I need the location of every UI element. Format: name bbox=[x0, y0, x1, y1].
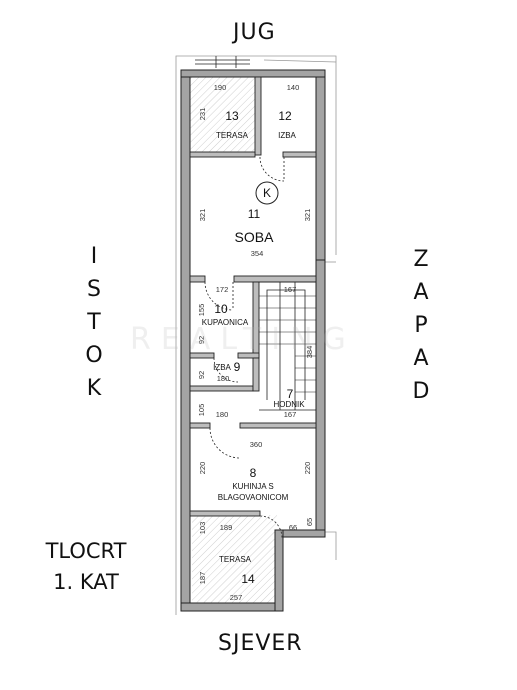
room-11-label: SOBA bbox=[235, 229, 275, 245]
room-10-number: 10 bbox=[214, 302, 228, 316]
room-8-label-line1: KUHINJA S bbox=[232, 482, 273, 491]
wall-east-upper bbox=[315, 69, 326, 261]
compass-west-letter: Z bbox=[413, 247, 429, 272]
room-10-label: KUPAONICA bbox=[202, 318, 249, 327]
dim-label: 189 bbox=[220, 523, 233, 532]
dim-label: 92 bbox=[197, 336, 206, 344]
room-14-number: 14 bbox=[241, 572, 255, 586]
wall-soba-north-left bbox=[189, 275, 206, 283]
wall-soba-south-left bbox=[189, 151, 256, 158]
room-11-number: 11 bbox=[248, 207, 261, 221]
plan-caption: TLOCRT 1. KAT bbox=[20, 536, 152, 598]
dim-label: 187 bbox=[198, 572, 207, 585]
dim-label: 190 bbox=[214, 83, 227, 92]
dim-label: 354 bbox=[251, 249, 264, 258]
compass-east-letter: S bbox=[87, 277, 101, 302]
compass-north-label: SJEVER bbox=[218, 631, 303, 656]
dim-label: 140 bbox=[287, 83, 300, 92]
compass-east-letter: O bbox=[85, 343, 103, 368]
wall-terrace-south bbox=[189, 510, 261, 517]
room-11-marker: K bbox=[263, 186, 271, 200]
dim-label: 360 bbox=[250, 440, 263, 449]
dim-label: 231 bbox=[198, 108, 207, 121]
terrace-hatch-top bbox=[190, 74, 258, 154]
terrace-hatch-bottom bbox=[192, 515, 277, 610]
dim-label: 105 bbox=[197, 404, 206, 417]
dim-label: 167 bbox=[284, 410, 297, 419]
compass-east-label: I S T O K bbox=[82, 240, 106, 405]
wall-soba-north-right bbox=[233, 275, 317, 283]
compass-east-letter: I bbox=[90, 244, 98, 269]
compass-west-letter: D bbox=[412, 379, 430, 404]
dim-label: 167 bbox=[284, 285, 297, 294]
compass-east-letter: T bbox=[87, 310, 101, 335]
dimension-labels: 190 140 231 321 321 354 172 167 155 92 9… bbox=[197, 83, 314, 602]
wall-east-lower bbox=[315, 259, 326, 533]
staircase bbox=[259, 281, 317, 411]
compass-south-label: JUG bbox=[233, 20, 276, 45]
dim-label: 172 bbox=[216, 285, 229, 294]
room-7-label: HODNIK bbox=[273, 400, 305, 409]
room-11-marker-circle bbox=[255, 181, 279, 205]
compass-west-letter: A bbox=[413, 346, 429, 371]
room-13-label: TERASA bbox=[216, 131, 249, 140]
watermark: REALTING bbox=[130, 322, 356, 357]
wall-hallway-north-right bbox=[239, 422, 317, 429]
dim-label: 384 bbox=[305, 346, 314, 359]
windows bbox=[195, 56, 250, 68]
room-12-label: IZBA bbox=[278, 131, 296, 140]
plan-caption-floor: 1. KAT bbox=[53, 570, 119, 594]
wall-south bbox=[180, 69, 326, 78]
wall-soba-south-right bbox=[282, 151, 317, 158]
dim-label: 65 bbox=[305, 518, 314, 526]
room-9-label: IZBA bbox=[213, 363, 231, 372]
wall-terrace-east bbox=[274, 529, 284, 612]
compass-east-letter: K bbox=[86, 376, 102, 401]
dim-label: 180 bbox=[217, 374, 230, 383]
dim-label: 66 bbox=[289, 523, 297, 532]
wall-terasa-izba bbox=[254, 76, 262, 156]
dim-label: 180 bbox=[216, 410, 229, 419]
outer-walls bbox=[180, 69, 326, 612]
door-swings bbox=[204, 156, 285, 539]
dim-label: 220 bbox=[303, 462, 312, 475]
room-9-number: 9 bbox=[234, 360, 241, 374]
dim-label: 155 bbox=[197, 304, 206, 317]
partition-walls bbox=[189, 76, 317, 517]
dim-label: 321 bbox=[198, 209, 207, 222]
dim-label: 92 bbox=[197, 371, 206, 379]
compass-west-letter: A bbox=[413, 280, 429, 305]
wall-izba-north bbox=[189, 385, 254, 392]
room-14-label: TERASA bbox=[219, 555, 252, 564]
dim-label: 220 bbox=[198, 462, 207, 475]
wall-north-terrace bbox=[180, 602, 282, 612]
wall-hallway-north-left bbox=[189, 422, 211, 429]
wall-kupaonica-north-b bbox=[237, 352, 260, 359]
room-13-number: 13 bbox=[225, 109, 239, 123]
wall-kitchen-north bbox=[282, 529, 326, 538]
dim-label: 257 bbox=[230, 593, 243, 602]
room-labels: 13 TERASA 12 IZBA K 11 SOBA 10 KUPAONICA… bbox=[202, 109, 305, 586]
room-7-number: 7 bbox=[287, 387, 294, 401]
compass-west-label: Z A P A D bbox=[409, 243, 433, 408]
dim-label: 103 bbox=[198, 522, 207, 535]
compass-west-letter: P bbox=[414, 313, 428, 338]
room-8-label-line2: BLAGOVAONICOM bbox=[218, 493, 289, 502]
wall-izba-east bbox=[252, 357, 260, 392]
dim-label: 321 bbox=[303, 209, 312, 222]
site-outline bbox=[175, 55, 337, 615]
room-12-number: 12 bbox=[278, 109, 292, 123]
wall-kupaonica-north bbox=[189, 352, 215, 359]
room-8-number: 8 bbox=[250, 466, 257, 480]
plan-caption-title: TLOCRT bbox=[45, 539, 127, 563]
